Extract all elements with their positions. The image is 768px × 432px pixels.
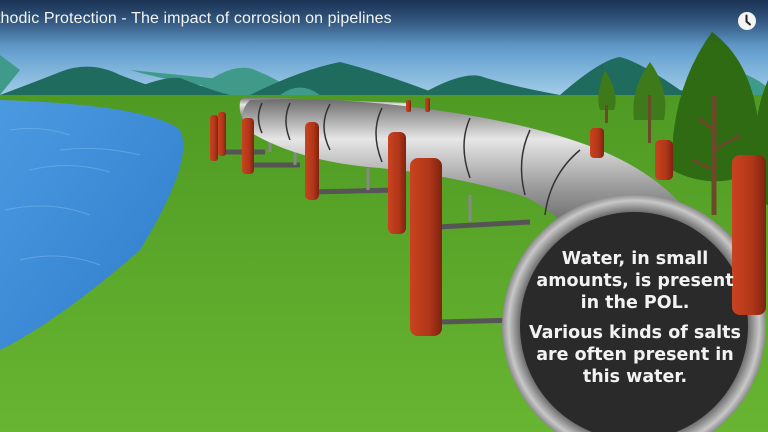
trees	[598, 32, 768, 215]
caption-text: Water, in small amounts, is present in t…	[528, 248, 742, 396]
clock-icon	[738, 12, 756, 30]
video-title[interactable]: thodic Protection - The impact of corros…	[0, 10, 392, 27]
support-posts	[210, 98, 766, 336]
watch-later-button[interactable]	[736, 10, 758, 32]
caption-paragraph: Water, in small amounts, is present in t…	[536, 249, 734, 313]
title-bar: thodic Protection - The impact of corros…	[0, 0, 768, 44]
caption-paragraph: Various kinds of salts are often present…	[529, 323, 741, 387]
river	[0, 100, 184, 350]
